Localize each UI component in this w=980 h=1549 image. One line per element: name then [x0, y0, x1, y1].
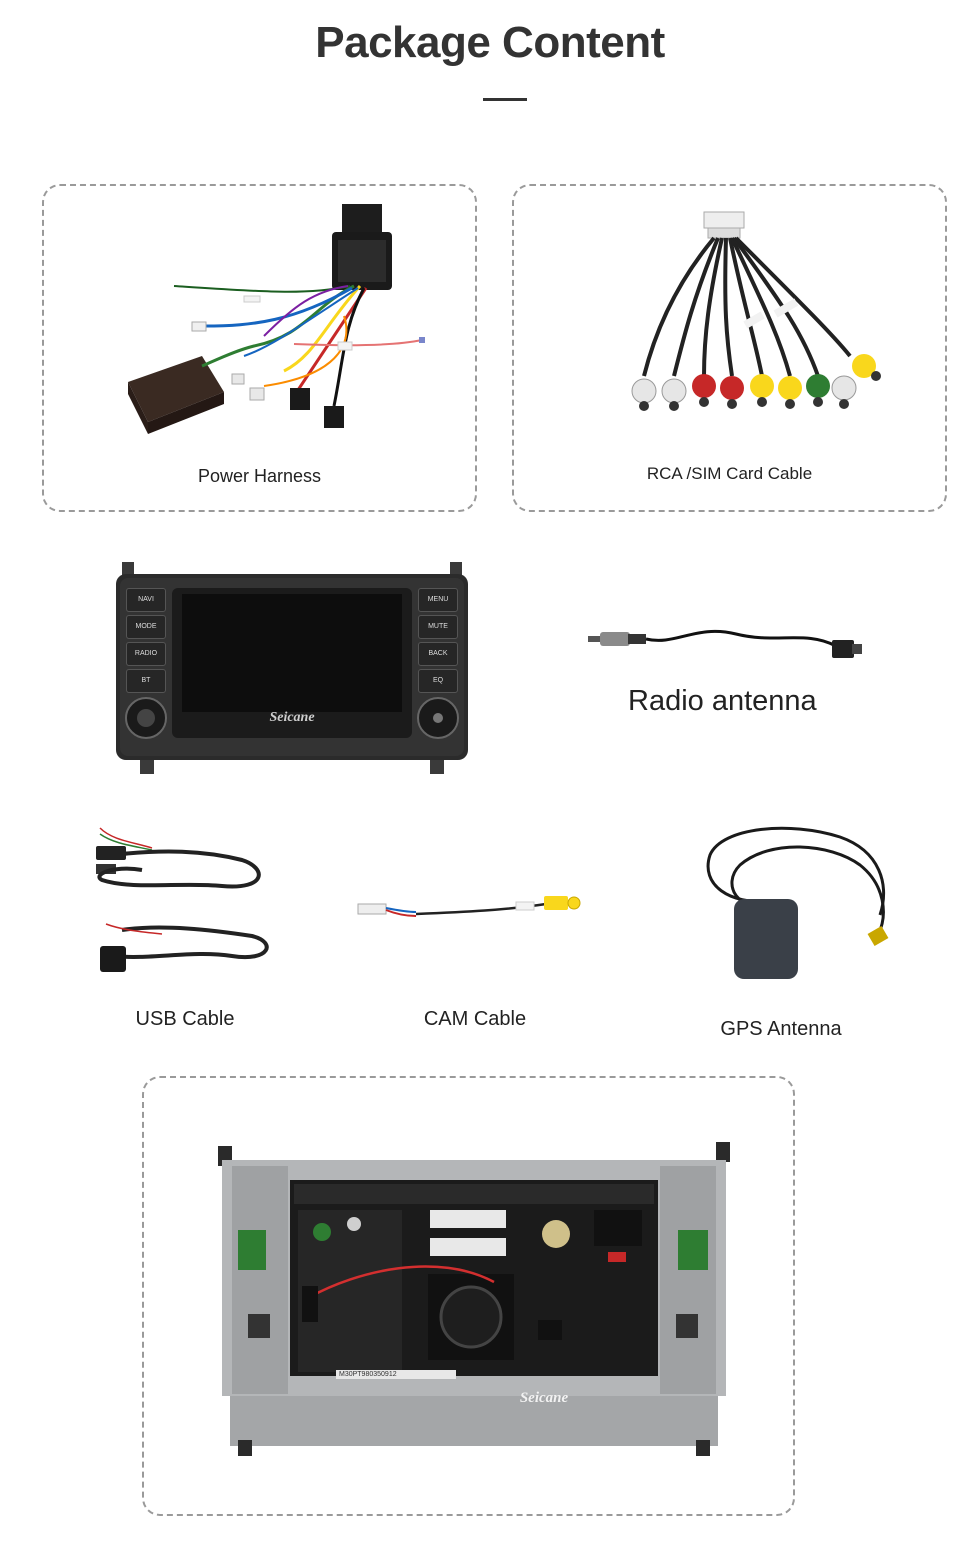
- cam-cable-image: [357, 896, 581, 917]
- head-unit-front: NAVI MODE RADIO BT MENU MUTE BACK EQ Sei…: [116, 558, 468, 774]
- page-title: Package Content: [315, 18, 665, 67]
- cam-cable-label: CAM Cable: [423, 1008, 527, 1030]
- rear-unit-brand-logo: Seicane: [519, 1390, 569, 1406]
- radio-button[interactable]: RADIO: [126, 642, 166, 666]
- usb-cable-label: USB Cable: [135, 1008, 235, 1030]
- mute-button[interactable]: MUTE: [418, 615, 458, 639]
- gps-antenna-image: [706, 826, 889, 979]
- title-underline: [483, 98, 527, 101]
- mode-button[interactable]: MODE: [126, 615, 166, 639]
- rear-unit-image: [218, 1142, 730, 1456]
- power-harness-card: Power Harness: [42, 184, 477, 512]
- back-button[interactable]: BACK: [418, 642, 458, 666]
- power-harness-image: [128, 204, 425, 434]
- head-unit-frame: [116, 562, 468, 774]
- radio-antenna-image: [588, 629, 862, 658]
- left-button-column: NAVI MODE RADIO BT: [126, 588, 166, 693]
- power-harness-label: Power Harness: [197, 466, 322, 486]
- rear-unit-card: M30PT980350912 Seicane: [142, 1076, 795, 1516]
- radio-antenna-label: Radio antenna: [628, 685, 817, 717]
- navi-button[interactable]: NAVI: [126, 588, 166, 612]
- gps-antenna-label: GPS Antenna: [720, 1018, 842, 1040]
- right-button-column: MENU MUTE BACK EQ: [418, 588, 458, 693]
- rca-cable-card: RCA /SIM Card Cable: [512, 184, 947, 512]
- bt-button[interactable]: BT: [126, 669, 166, 693]
- rear-unit-serial: M30PT980350912: [336, 1370, 456, 1379]
- menu-button[interactable]: MENU: [418, 588, 458, 612]
- rca-cable-image: [631, 211, 881, 411]
- eq-button[interactable]: EQ: [418, 669, 458, 693]
- rca-cable-label: RCA /SIM Card Cable: [646, 464, 813, 483]
- usb-cable-image: [96, 827, 269, 972]
- head-unit-brand-logo: Seicane: [269, 710, 315, 725]
